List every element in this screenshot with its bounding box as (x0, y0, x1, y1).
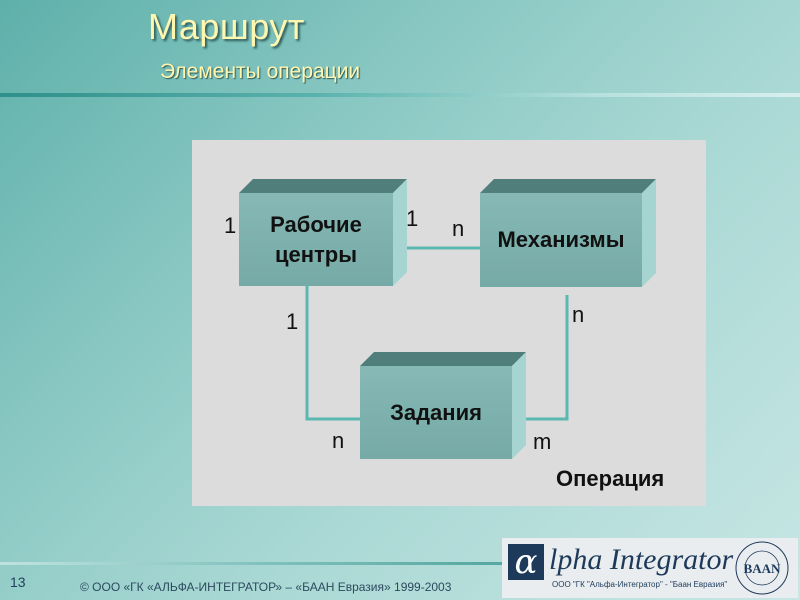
slide-title: Маршрут (148, 6, 305, 47)
node-mechanisms: Механизмы (480, 179, 656, 287)
alpha-integrator-logo-subtext: ООО "ГК "Альфа-Интегратор" - "Баан Евраз… (552, 580, 728, 589)
cardinality-wc-mech-mech: n (452, 216, 465, 241)
cardinality-wc-left: 1 (224, 213, 237, 238)
footer-divider (0, 562, 540, 565)
operation-label: Операция (556, 466, 665, 491)
cardinality-wc-tasks-tasks: n (332, 428, 345, 453)
node-work-centers: Рабочие центры (239, 179, 407, 286)
baan-logo-icon: BAAN (735, 541, 789, 595)
cardinality-mech-tasks-mech: n (572, 302, 585, 327)
title-divider (0, 93, 800, 97)
slide-number: 13 (10, 574, 26, 590)
svg-text:BAAN: BAAN (744, 561, 781, 576)
node-mechanisms-label: Механизмы (480, 193, 642, 287)
slide-subtitle: Элементы операции (160, 60, 361, 83)
node-tasks-label: Задания (360, 366, 512, 459)
cardinality-wc-tasks-wc: 1 (286, 309, 299, 334)
cardinality-wc-mech-wc: 1 (406, 206, 419, 231)
copyright-text: © ООО «ГК «АЛЬФА-ИНТЕГРАТОР» – «БААН Евр… (80, 580, 452, 594)
node-work-centers-label: Рабочие центры (239, 193, 393, 286)
logo-background (502, 538, 798, 598)
node-tasks: Задания (360, 352, 526, 459)
alpha-integrator-logo-text: lpha Integrator (549, 543, 734, 576)
cardinality-mech-tasks-tasks: m (533, 429, 552, 454)
alpha-logo-icon: α (508, 542, 544, 582)
